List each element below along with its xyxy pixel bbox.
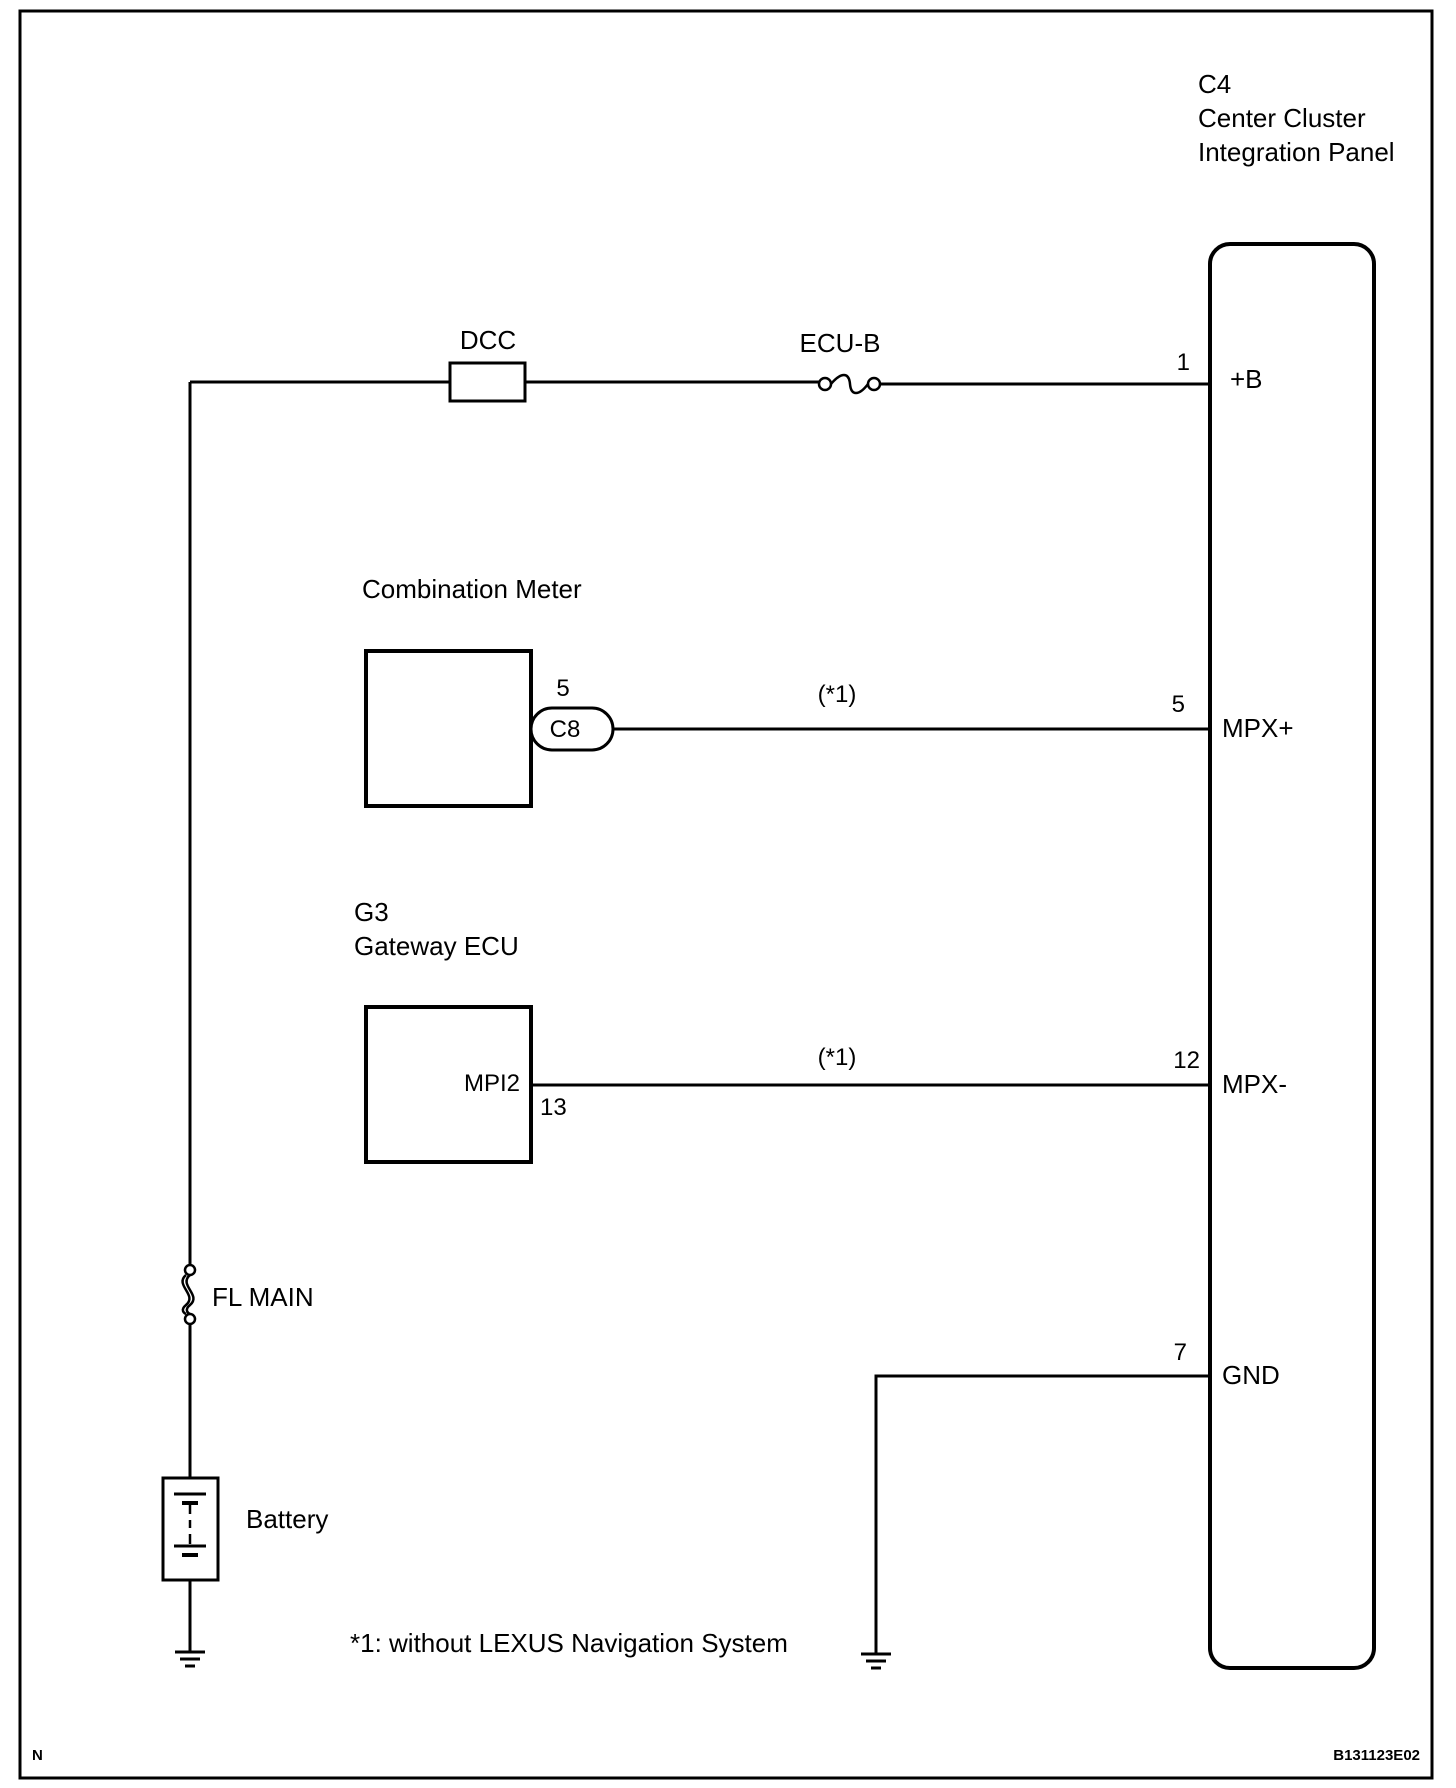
combination-meter-pin: 5 bbox=[556, 675, 569, 702]
mpx-minus-wire-note: (*1) bbox=[818, 1044, 857, 1071]
pin-label-gnd: GND bbox=[1222, 1360, 1280, 1390]
c8-connector-label: C8 bbox=[550, 716, 581, 743]
corner-label-left: N bbox=[32, 1747, 43, 1764]
fusible-link-icon bbox=[181, 1263, 198, 1326]
panel-name-line1: Center Cluster bbox=[1198, 103, 1366, 133]
pin-label-mpx-plus: MPX+ bbox=[1222, 713, 1294, 743]
panel-code: C4 bbox=[1198, 69, 1231, 99]
pin-number-mpx-minus: 12 bbox=[1173, 1047, 1200, 1074]
ecub-fuse-icon bbox=[817, 373, 882, 395]
dcc-fuse-block-icon bbox=[448, 361, 527, 403]
center-cluster-panel-body bbox=[1208, 242, 1376, 1670]
battery-icon bbox=[161, 1476, 220, 1582]
combination-meter-title: Combination Meter bbox=[362, 574, 582, 604]
gateway-pin: 13 bbox=[540, 1094, 567, 1121]
gnd-wire bbox=[874, 1374, 1210, 1654]
battery-label: Battery bbox=[246, 1504, 328, 1534]
combination-meter-box bbox=[364, 649, 533, 808]
gateway-terminal-label: MPI2 bbox=[464, 1070, 520, 1097]
gateway-code: G3 bbox=[354, 897, 389, 927]
ground-icon bbox=[175, 1650, 205, 1668]
corner-label-right: B131123E02 bbox=[1333, 1747, 1420, 1764]
gateway-name: Gateway ECU bbox=[354, 931, 519, 961]
pin-number-plus-b: 1 bbox=[1177, 349, 1190, 376]
pin-number-mpx-plus: 5 bbox=[1172, 691, 1185, 718]
pin-label-mpx-minus: MPX- bbox=[1222, 1069, 1287, 1099]
mpx-plus-wire-note: (*1) bbox=[818, 681, 857, 708]
diagram-frame bbox=[18, 9, 1434, 1780]
footnote: *1: without LEXUS Navigation System bbox=[350, 1628, 788, 1658]
ground-icon bbox=[861, 1652, 891, 1670]
dcc-label: DCC bbox=[460, 325, 516, 355]
ecub-label: ECU-B bbox=[800, 328, 881, 358]
panel-name-line2: Integration Panel bbox=[1198, 137, 1395, 167]
pin-label-plus-b: +B bbox=[1230, 364, 1263, 394]
fl-main-label: FL MAIN bbox=[212, 1282, 314, 1312]
pin-number-gnd: 7 bbox=[1174, 1339, 1187, 1366]
